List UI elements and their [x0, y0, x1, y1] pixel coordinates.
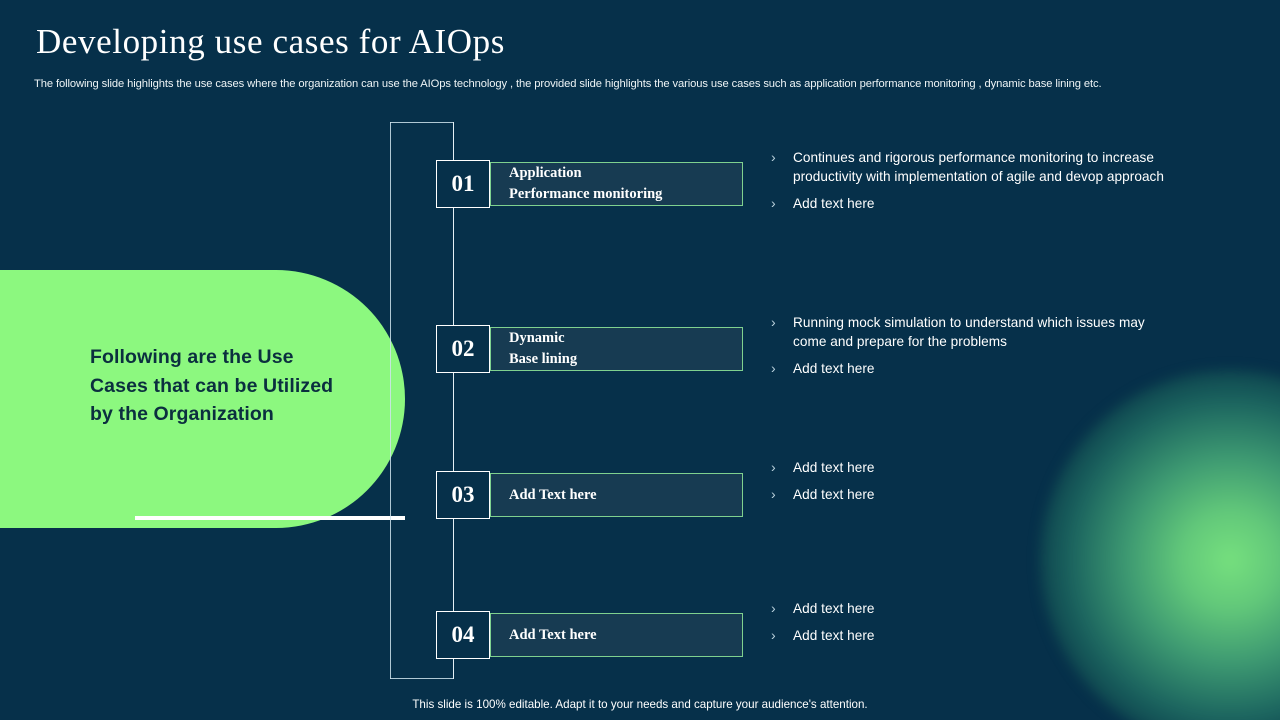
chevron-right-icon: › — [771, 486, 776, 502]
step-number-4: 04 — [436, 611, 490, 659]
bullet-text-1-1: Continues and rigorous performance monit… — [793, 150, 1165, 184]
step-label-line1-2: Dynamic — [509, 330, 565, 346]
step-label-box-3[interactable]: Add Text here — [490, 473, 743, 517]
list-item[interactable]: › Add text here — [771, 599, 1171, 618]
list-item[interactable]: › Add text here — [771, 626, 1171, 645]
page-subtitle: The following slide highlights the use c… — [34, 78, 1102, 90]
chevron-right-icon: › — [771, 627, 776, 643]
step-label-line1-4: Add Text here — [509, 626, 597, 643]
chevron-right-icon: › — [771, 314, 776, 330]
bullet-text-3-2: Add text here — [793, 487, 875, 502]
bracket-outer-line — [390, 122, 391, 679]
chevron-right-icon: › — [771, 600, 776, 616]
bullet-text-4-2: Add text here — [793, 628, 875, 643]
step-label-line1-3: Add Text here — [509, 486, 597, 503]
page-title: Developing use cases for AIOps — [36, 22, 506, 61]
green-callout-panel — [0, 270, 405, 528]
step-row-1[interactable]: 01 Application Performance monitoring — [436, 160, 743, 208]
list-item[interactable]: › Running mock simulation to understand … — [771, 313, 1171, 351]
step-label-box-4[interactable]: Add Text here — [490, 613, 743, 657]
bullet-group-2: › Running mock simulation to understand … — [771, 313, 1171, 386]
list-item[interactable]: › Add text here — [771, 194, 1171, 213]
list-item[interactable]: › Add text here — [771, 458, 1171, 477]
step-row-2[interactable]: 02 Dynamic Base lining — [436, 325, 743, 373]
chevron-right-icon: › — [771, 360, 776, 376]
green-glow-decoration — [1040, 370, 1280, 720]
step-label-line2-2: Base lining — [509, 351, 578, 367]
list-item[interactable]: › Add text here — [771, 485, 1171, 504]
step-row-4[interactable]: 04 Add Text here — [436, 611, 743, 659]
step-number-3: 03 — [436, 471, 490, 519]
bullet-text-2-2: Add text here — [793, 361, 875, 376]
step-number-1: 01 — [436, 160, 490, 208]
chevron-right-icon: › — [771, 195, 776, 211]
chevron-right-icon: › — [771, 459, 776, 475]
bullet-text-4-1: Add text here — [793, 601, 875, 616]
list-item[interactable]: › Continues and rigorous performance mon… — [771, 148, 1171, 186]
footer-note: This slide is 100% editable. Adapt it to… — [412, 698, 868, 711]
bullet-text-1-2: Add text here — [793, 196, 875, 211]
step-label-line2-1: Performance monitoring — [509, 186, 663, 202]
bracket-top-connector — [390, 122, 454, 123]
step-label-box-1[interactable]: Application Performance monitoring — [490, 162, 743, 206]
step-number-2: 02 — [436, 325, 490, 373]
bracket-bottom-connector — [390, 678, 454, 679]
bullet-text-3-1: Add text here — [793, 460, 875, 475]
bullet-text-2-1: Running mock simulation to understand wh… — [793, 315, 1145, 349]
bullet-group-1: › Continues and rigorous performance mon… — [771, 148, 1171, 221]
bullet-group-3: › Add text here › Add text here — [771, 458, 1171, 512]
chevron-right-icon: › — [771, 149, 776, 165]
step-label-line1-1: Application — [509, 165, 582, 181]
green-callout-text: Following are the Use Cases that can be … — [90, 346, 334, 426]
bullet-group-4: › Add text here › Add text here — [771, 599, 1171, 653]
bracket-inner-line — [453, 122, 454, 679]
divider-rule — [135, 516, 405, 520]
step-label-box-2[interactable]: Dynamic Base lining — [490, 327, 743, 371]
step-row-3[interactable]: 03 Add Text here — [436, 471, 743, 519]
list-item[interactable]: › Add text here — [771, 359, 1171, 378]
